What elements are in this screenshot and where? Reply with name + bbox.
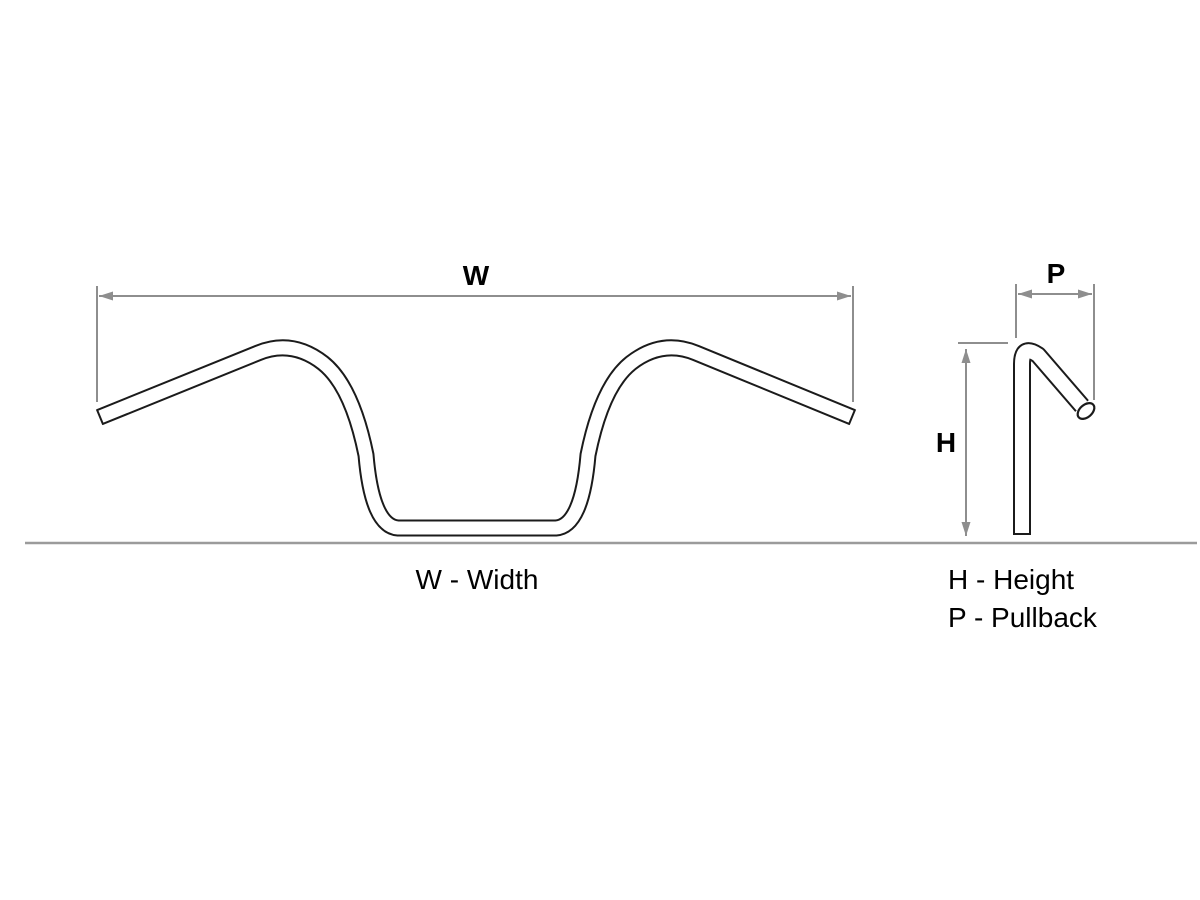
front-tube-end-caps — [95, 408, 857, 426]
pullback-dimension-label: P — [1047, 258, 1066, 289]
height-dimension-label: H — [936, 427, 956, 458]
width-caption: W - Width — [416, 564, 539, 595]
width-dimension-label: W — [463, 260, 490, 291]
side-tube-open-end — [1076, 402, 1096, 420]
front-tube-inner — [97, 341, 855, 535]
handlebar-front-view — [95, 339, 857, 537]
pullback-caption: P - Pullback — [948, 602, 1098, 633]
dimension-lines — [96, 284, 1095, 536]
height-caption: H - Height — [948, 564, 1074, 595]
diagram-labels: W P H W - Width H - Height P - Pullback — [416, 258, 1098, 633]
side-tube-inner — [1015, 344, 1088, 535]
handlebar-side-view — [1013, 342, 1096, 535]
